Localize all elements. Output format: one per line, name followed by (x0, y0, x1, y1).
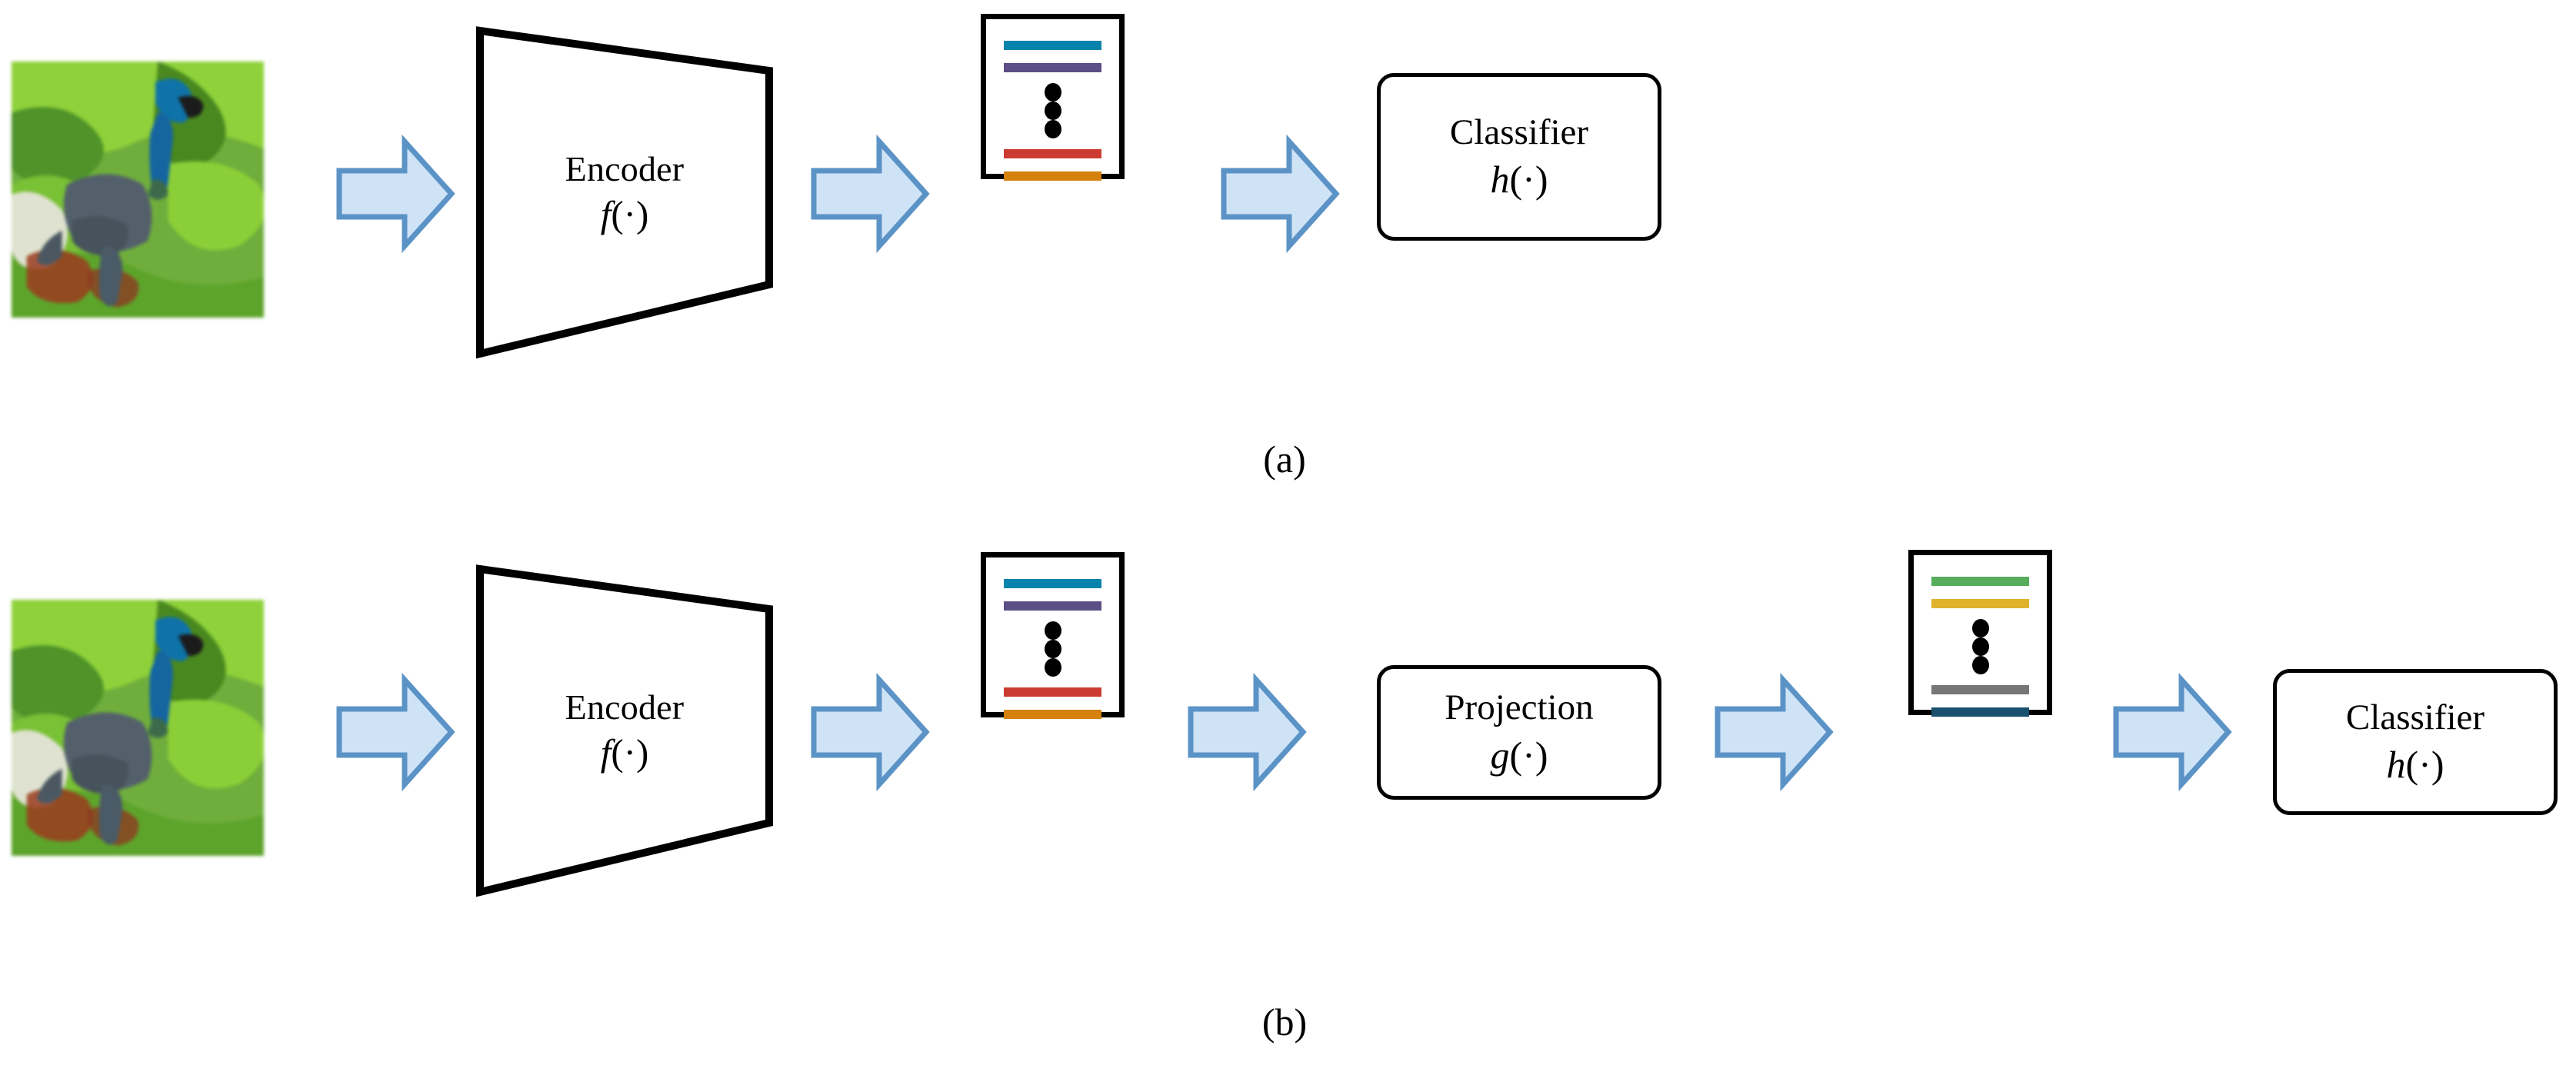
trapezoid-icon (476, 26, 773, 359)
projected-cell-fourth-b (1931, 685, 2029, 694)
arrow-image-to-encoder-a (336, 134, 455, 254)
projection-box-b: Projection g(·) (1377, 665, 1661, 800)
feature-cell-top-b (1004, 579, 1101, 588)
projected-ellipsis-b (1971, 619, 1989, 674)
projected-cell-top-b (1931, 577, 2029, 586)
right-arrow-icon (1188, 672, 1307, 792)
arrow-encoder-to-vector-a (811, 134, 930, 254)
right-arrow-icon (811, 672, 930, 792)
classifier-box-a: Classifier h(·) (1377, 73, 1661, 241)
projection-function-b: g(·) (1490, 733, 1548, 777)
feature-cell-second-b (1004, 601, 1101, 611)
classifier-name-b: Classifier (2345, 697, 2485, 737)
input-image-a (12, 62, 264, 318)
representation-vector-a (981, 14, 1125, 181)
ellipsis-dot (1044, 621, 1061, 640)
feature-cell-top-a (1004, 41, 1101, 50)
arrow-vector-to-projection-b (1188, 672, 1307, 792)
right-arrow-icon (811, 134, 930, 254)
feature-cell-fourth-a (1004, 149, 1101, 158)
peacock-photo-a (12, 62, 264, 318)
encoder-shape-b: Encoder f(·) (474, 561, 775, 898)
right-arrow-icon (336, 134, 455, 254)
right-arrow-icon (336, 672, 455, 792)
projected-cell-second-b (1931, 599, 2029, 608)
encoder-shape-a: Encoder f(·) (474, 23, 775, 360)
ellipsis-dot (1044, 640, 1061, 658)
arrow-projection-to-vector-b (1715, 672, 1834, 792)
arrow-vector-to-classifier-b (2113, 672, 2232, 792)
encoder-function-b: f(·) (600, 731, 649, 774)
classifier-box-b: Classifier h(·) (2273, 669, 2558, 815)
classifier-function-b: h(·) (2386, 743, 2444, 787)
encoder-function-a: f(·) (600, 192, 649, 235)
ellipsis-dot (1971, 656, 1989, 674)
classifier-function-a: h(·) (1490, 158, 1548, 201)
ellipsis-dot (1044, 658, 1061, 677)
ellipsis-dot (1971, 619, 1989, 637)
subfigure-caption-a: (a) (1263, 438, 1306, 481)
subfigure-caption-b: (b) (1261, 1000, 1308, 1043)
peacock-photo-b (12, 600, 264, 856)
right-arrow-icon (1221, 134, 1340, 254)
projection-output-vector-b (1908, 550, 2052, 717)
ellipsis-dot (1044, 102, 1061, 120)
arrow-encoder-to-vector-b (811, 672, 930, 792)
projected-cell-bottom-b (1931, 707, 2029, 717)
encoder-name-b: Encoder (565, 687, 685, 727)
arrow-vector-to-classifier-a (1221, 134, 1340, 254)
input-image-b (12, 600, 264, 856)
encoder-label-a: Encoder f(·) (474, 149, 775, 235)
feature-ellipsis-a (1044, 83, 1061, 138)
representation-vector-b (981, 552, 1125, 719)
feature-cell-bottom-a (1004, 171, 1101, 181)
classifier-name-a: Classifier (1449, 111, 1589, 152)
ellipsis-dot (1044, 83, 1061, 102)
ellipsis-dot (1971, 637, 1989, 656)
encoder-name-a: Encoder (565, 149, 685, 188)
feature-cell-second-a (1004, 63, 1101, 72)
encoder-label-b: Encoder f(·) (474, 687, 775, 774)
ellipsis-dot (1044, 120, 1061, 138)
arrow-image-to-encoder-b (336, 672, 455, 792)
right-arrow-icon (1715, 672, 1834, 792)
projection-name-b: Projection (1445, 687, 1594, 728)
right-arrow-icon (2113, 672, 2232, 792)
feature-cell-fourth-b (1004, 687, 1101, 697)
trapezoid-icon (476, 564, 773, 897)
feature-cell-bottom-b (1004, 710, 1101, 719)
feature-ellipsis-b (1044, 621, 1061, 677)
